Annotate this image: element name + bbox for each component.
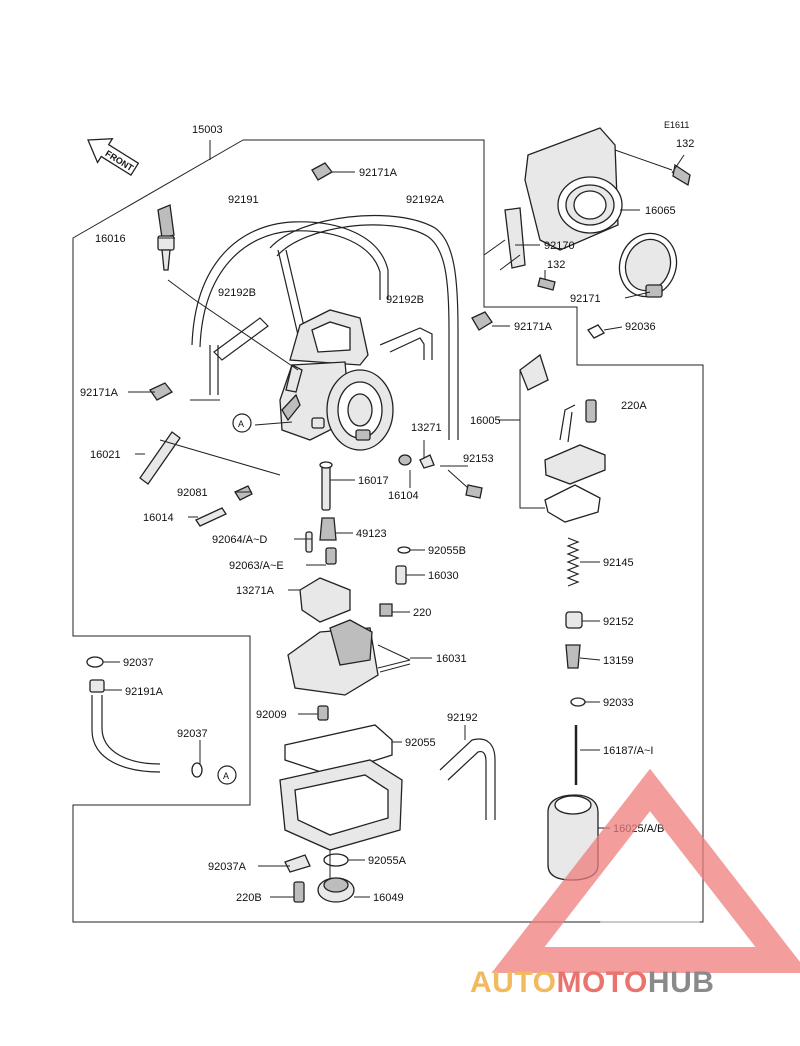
diagram-code: E1611 bbox=[664, 120, 689, 130]
label-16030: 16030 bbox=[428, 570, 459, 582]
watermark-logo: AUTOMOTOHUB bbox=[470, 768, 800, 999]
label-92081: 92081 bbox=[177, 487, 208, 499]
label-92171: 92171 bbox=[570, 293, 601, 305]
part-92145-spring bbox=[566, 537, 580, 587]
part-92055a bbox=[323, 853, 349, 867]
label-16021: 16021 bbox=[90, 449, 121, 461]
label-92033: 92033 bbox=[603, 697, 634, 709]
part-92064 bbox=[305, 517, 337, 553]
part-13271a bbox=[299, 577, 351, 623]
label-92063: 92063/A~E bbox=[229, 560, 284, 572]
callout-a-2-text: A bbox=[223, 771, 229, 781]
part-92037a bbox=[284, 854, 311, 873]
float-bowl bbox=[279, 759, 403, 851]
part-16021 bbox=[139, 431, 281, 485]
label-92171a-top: 92171A bbox=[359, 167, 398, 179]
part-labels: E1611 15003 132 92171A 92191 92192A 1606… bbox=[80, 120, 694, 904]
front-arrow: FRONT bbox=[87, 138, 140, 176]
vent-hoses bbox=[190, 214, 459, 440]
intake-holder bbox=[483, 127, 691, 298]
part-92063 bbox=[325, 547, 337, 565]
label-132-top: 132 bbox=[676, 138, 694, 150]
part-16049 bbox=[317, 877, 355, 903]
part-92081 bbox=[234, 485, 253, 501]
part-92152 bbox=[565, 611, 583, 629]
label-16049: 16049 bbox=[373, 892, 404, 904]
label-16031: 16031 bbox=[436, 653, 467, 665]
label-16017: 16017 bbox=[358, 475, 389, 487]
label-92171a-left: 92171A bbox=[80, 387, 119, 399]
label-16016: 16016 bbox=[95, 233, 126, 245]
callout-a-1: A bbox=[232, 413, 252, 433]
watermark-brand: AUTOMOTOHUB bbox=[470, 966, 714, 999]
label-132-mid: 132 bbox=[547, 259, 565, 271]
label-92152: 92152 bbox=[603, 616, 634, 628]
label-92191a: 92191A bbox=[125, 686, 164, 698]
label-92036: 92036 bbox=[625, 321, 656, 333]
part-220b bbox=[293, 881, 305, 903]
watermark-triangle-icon bbox=[491, 768, 800, 973]
part-16014 bbox=[195, 507, 227, 527]
label-92145: 92145 bbox=[603, 557, 634, 569]
label-92055: 92055 bbox=[405, 737, 436, 749]
label-92055a: 92055A bbox=[368, 855, 407, 867]
label-92170: 92170 bbox=[544, 240, 575, 252]
label-92192b-right: 92192B bbox=[386, 294, 424, 306]
callout-a-2: A bbox=[217, 765, 237, 785]
leader-lines bbox=[103, 154, 685, 898]
label-220a: 220A bbox=[621, 400, 647, 412]
label-13271: 13271 bbox=[411, 422, 442, 434]
brand-part-auto: AUTO bbox=[470, 966, 556, 999]
label-16187: 16187/A~I bbox=[603, 745, 653, 757]
brand-part-moto: MOTO bbox=[556, 966, 647, 999]
label-220: 220 bbox=[413, 607, 431, 619]
part-16031 bbox=[287, 619, 411, 696]
left-inset-hose bbox=[86, 656, 203, 778]
label-13271a: 13271A bbox=[236, 585, 275, 597]
carburetor-body bbox=[254, 309, 394, 451]
part-92192-hose bbox=[439, 738, 496, 820]
brand-part-hub: HUB bbox=[648, 966, 715, 999]
part-16030 bbox=[395, 565, 407, 585]
label-13159: 13159 bbox=[603, 655, 634, 667]
part-13159 bbox=[565, 644, 581, 669]
part-92153 bbox=[447, 469, 483, 499]
part-92055b bbox=[397, 546, 411, 554]
label-92191: 92191 bbox=[228, 194, 259, 206]
label-92055b: 92055B bbox=[428, 545, 466, 557]
label-92171a-mid: 92171A bbox=[514, 321, 553, 333]
part-92009 bbox=[317, 705, 329, 721]
callout-a-1-text: A bbox=[238, 419, 244, 429]
part-16017 bbox=[319, 461, 333, 511]
part-16016 bbox=[157, 204, 299, 371]
part-92036 bbox=[587, 324, 605, 339]
part-16104 bbox=[398, 454, 435, 469]
label-15003: 15003 bbox=[192, 124, 223, 136]
label-92153: 92153 bbox=[463, 453, 494, 465]
assembly-frame bbox=[72, 139, 704, 923]
part-16005 bbox=[519, 353, 606, 523]
label-16065: 16065 bbox=[645, 205, 676, 217]
label-92192a: 92192A bbox=[406, 194, 445, 206]
label-92037-mid: 92037 bbox=[177, 728, 208, 740]
label-16005: 16005 bbox=[470, 415, 501, 427]
label-220b: 220B bbox=[236, 892, 262, 904]
part-220 bbox=[379, 603, 393, 617]
label-92192: 92192 bbox=[447, 712, 478, 724]
label-16014: 16014 bbox=[143, 512, 174, 524]
label-92009: 92009 bbox=[256, 709, 287, 721]
label-16104: 16104 bbox=[388, 490, 419, 502]
label-92064: 92064/A~D bbox=[212, 534, 267, 546]
part-92033 bbox=[570, 697, 586, 707]
label-92037-top: 92037 bbox=[123, 657, 154, 669]
label-92192b-left: 92192B bbox=[218, 287, 256, 299]
label-49123: 49123 bbox=[356, 528, 387, 540]
label-92037a: 92037A bbox=[208, 861, 247, 873]
